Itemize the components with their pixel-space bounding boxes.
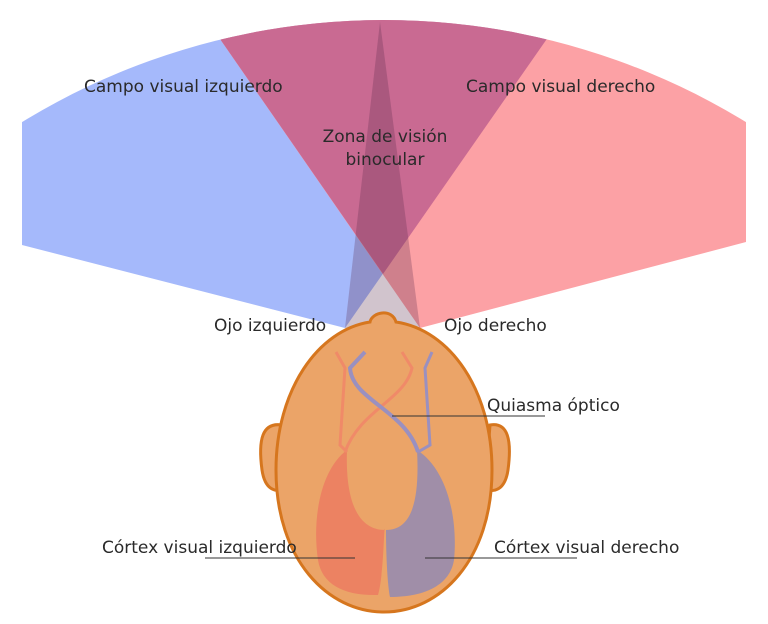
left-optic-nerve-red [334, 351, 349, 454]
right-optic-nerve-blue [417, 351, 434, 454]
head-outline [274, 311, 494, 614]
eye-convergence-sliver [345, 22, 420, 328]
binocular-zone [193, 20, 574, 274]
right-optic-nerve-red [343, 351, 414, 453]
head [259, 311, 511, 614]
binocular-label-line1: Zona de visión [322, 127, 448, 147]
binocular-zone-label: Zona de visión binocular [300, 126, 470, 172]
right-visual-field-label: Campo visual derecho [466, 77, 656, 97]
right-eye-label: Ojo derecho [444, 316, 547, 336]
left-visual-cortex [316, 450, 385, 596]
right-visual-cortex [386, 450, 455, 597]
optic-chiasm-label: Quiasma óptico [487, 396, 620, 416]
left-visual-field-label: Campo visual izquierdo [84, 77, 283, 97]
left-eye-label: Ojo izquierdo [214, 316, 327, 336]
right-visual-cortex-label: Córtex visual derecho [494, 538, 680, 558]
binocular-label-line2: binocular [345, 150, 425, 170]
left-optic-nerve-blue [347, 350, 420, 453]
left-visual-cortex-label: Córtex visual izquierdo [102, 538, 297, 558]
